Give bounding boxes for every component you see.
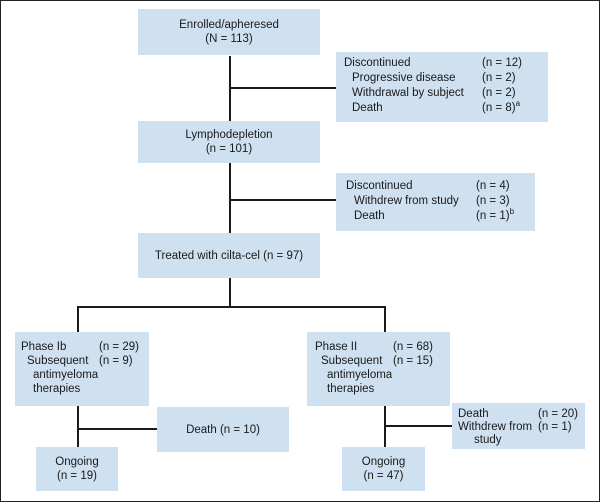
progressive-disease-count: (n = 2) bbox=[482, 72, 516, 84]
ongoing-label: Ongoing bbox=[55, 456, 99, 468]
connector-line bbox=[77, 306, 79, 332]
subsequent-therapies-count: (n = 15) bbox=[393, 355, 433, 367]
lymphodepletion-box: Lymphodepletion (n = 101) bbox=[138, 121, 320, 163]
death-label: Death (n = 10) bbox=[186, 423, 260, 436]
discontinued-label: Discontinued bbox=[344, 57, 411, 69]
enrolled-box: Enrolled/apheresed (N = 113) bbox=[138, 9, 320, 55]
footnote-marker: b bbox=[509, 207, 515, 217]
ongoing-count: (n = 47) bbox=[363, 470, 404, 482]
death-label: Death bbox=[354, 210, 385, 222]
death-label: Death bbox=[352, 102, 383, 114]
footnote-marker: a bbox=[515, 99, 521, 109]
connector-line bbox=[77, 428, 157, 430]
death-count-value: (n = 8) bbox=[482, 102, 516, 114]
ongoing-label: Ongoing bbox=[361, 456, 406, 468]
treated-box: Treated with cilta-cel (n = 97) bbox=[138, 233, 320, 278]
connector-line bbox=[77, 406, 79, 447]
subsequent-therapies-line3: therapies bbox=[33, 383, 81, 395]
lymphodepletion-count: (n = 101) bbox=[205, 143, 253, 155]
subsequent-therapies-label: Subsequent bbox=[27, 355, 89, 367]
death-count-value: (n = 1) bbox=[476, 210, 510, 222]
phase-2-label: Phase II bbox=[315, 341, 358, 353]
death-box-phase-1b: Death (n = 10) bbox=[157, 407, 289, 452]
death-count: (n = 8)a bbox=[482, 99, 521, 115]
discontinued-box-2: Discontinued (n = 4) Withdrew from study… bbox=[336, 173, 535, 231]
enrolled-label: Enrolled/apheresed bbox=[179, 19, 279, 31]
withdrew-from-study-label: Withdrew from study bbox=[354, 195, 459, 207]
subsequent-therapies-label: Subsequent bbox=[321, 355, 383, 367]
withdrew-from-study-count: (n = 3) bbox=[476, 195, 510, 207]
subsequent-therapies-line3: therapies bbox=[327, 383, 375, 395]
withdrew-from-study-label: Withdrew from bbox=[458, 421, 533, 433]
connector-line bbox=[229, 163, 231, 233]
phase-2-box: Phase II (n = 68) Subsequent (n = 15) an… bbox=[307, 332, 450, 406]
withdrawal-by-subject-count: (n = 2) bbox=[482, 87, 516, 99]
lymphodepletion-label: Lymphodepletion bbox=[185, 129, 273, 141]
withdrawal-by-subject-label: Withdrawal by subject bbox=[352, 87, 464, 99]
enrolled-count: (N = 113) bbox=[205, 33, 253, 45]
subsequent-therapies-line2: antimyeloma bbox=[33, 369, 99, 381]
discontinued-count: (n = 4) bbox=[476, 180, 510, 192]
death-box-phase-2: Death (n = 20) Withdrew from (n = 1) stu… bbox=[452, 403, 585, 449]
death-count: (n = 1)b bbox=[476, 207, 515, 223]
connector-line bbox=[229, 199, 336, 201]
discontinued-count: (n = 12) bbox=[482, 57, 522, 69]
subsequent-therapies-line2: antimyeloma bbox=[327, 369, 393, 381]
death-label: Death bbox=[458, 408, 489, 420]
withdrew-from-study-line2: study bbox=[474, 434, 502, 446]
phase-1b-count: (n = 29) bbox=[99, 341, 139, 353]
phase-1b-label: Phase Ib bbox=[21, 341, 67, 353]
ongoing-count: (n = 19) bbox=[57, 470, 97, 482]
discontinued-label: Discontinued bbox=[346, 180, 413, 192]
ongoing-box-phase-2: Ongoing (n = 47) bbox=[342, 447, 425, 491]
discontinued-box-1: Discontinued (n = 12) Progressive diseas… bbox=[336, 52, 548, 122]
ongoing-box-phase-1b: Ongoing (n = 19) bbox=[36, 447, 118, 491]
connector-line bbox=[229, 278, 231, 307]
treated-label: Treated with cilta-cel (n = 97) bbox=[154, 249, 304, 262]
phase-2-count: (n = 68) bbox=[393, 341, 433, 353]
connector-line bbox=[77, 306, 385, 308]
progressive-disease-label: Progressive disease bbox=[352, 72, 456, 84]
connector-line bbox=[384, 425, 452, 427]
connector-line bbox=[384, 306, 386, 332]
connector-line bbox=[229, 87, 336, 89]
phase-1b-box: Phase Ib (n = 29) Subsequent (n = 9) ant… bbox=[15, 332, 149, 406]
withdrew-from-study-count: (n = 1) bbox=[538, 421, 572, 433]
subsequent-therapies-count: (n = 9) bbox=[99, 355, 133, 367]
death-count: (n = 20) bbox=[538, 408, 578, 420]
